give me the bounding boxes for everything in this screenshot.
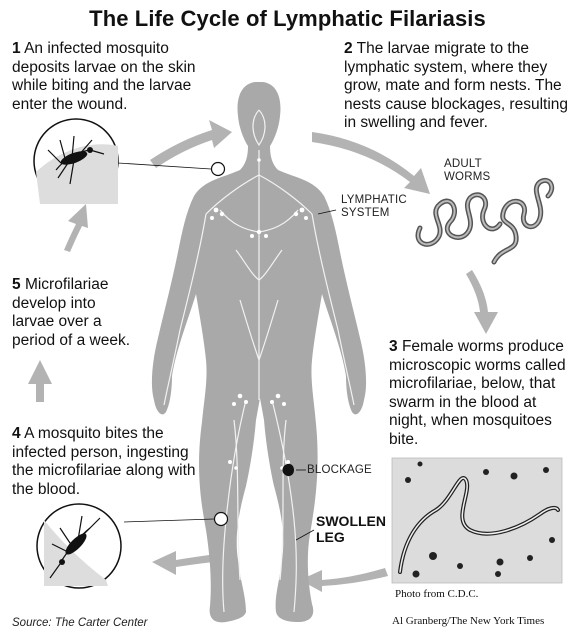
arrow-to-mosquito-1 <box>64 204 88 252</box>
bite-marker-leg <box>213 511 229 527</box>
blockage-label: BLOCKAGE <box>307 464 372 476</box>
step-3-number: 3 <box>389 338 398 355</box>
mosquito-inset-2 <box>36 503 122 589</box>
source-note: Source: The Carter Center <box>12 617 148 629</box>
step-4-number: 4 <box>12 425 21 442</box>
arrow-to-step5 <box>28 360 52 402</box>
step-1-number: 1 <box>12 40 21 57</box>
pointer-lines <box>117 162 337 541</box>
photo-credit: Photo from C.D.C. <box>395 588 479 600</box>
adult-worms-label: ADULT WORMS <box>444 158 491 183</box>
step-2-text: The larvae migrate to the lymphatic syst… <box>344 40 569 131</box>
arrow-to-bite <box>300 568 388 592</box>
microfilariae-photo <box>391 457 563 584</box>
step-2-number: 2 <box>344 40 353 57</box>
step-2: 2 The larvae migrate to the lymphatic sy… <box>344 40 572 133</box>
bite-marker-top <box>210 161 226 177</box>
arrow-to-worms <box>312 132 430 194</box>
step-5-text: Microfilariae develop into larvae over a… <box>12 276 131 349</box>
arrow-to-body <box>150 120 232 168</box>
arrow-to-step3 <box>466 270 498 334</box>
lymphatic-system-label: LYMPHATIC SYSTEM <box>341 194 407 219</box>
author-credit: Al Granberg/The New York Times <box>392 615 545 627</box>
step-5: 5 Microfilariae develop into larvae over… <box>12 276 142 350</box>
step-3-text: Female worms produce microscopic worms c… <box>389 338 566 448</box>
lymph-nodes <box>210 158 308 470</box>
step-1: 1 An infected mosquito deposits larvae o… <box>12 40 212 114</box>
step-4-text: A mosquito bites the infected person, in… <box>12 425 196 498</box>
step-1-text: An infected mosquito deposits larvae on … <box>12 40 196 113</box>
step-4: 4 A mosquito bites the infected person, … <box>12 425 202 499</box>
mosquito-inset-1 <box>33 118 119 204</box>
blockage-spot <box>282 463 294 477</box>
swollen-leg-label: SWOLLEN LEG <box>316 513 386 545</box>
page-title: The Life Cycle of Lymphatic Filariasis <box>89 6 486 31</box>
human-body <box>151 82 367 623</box>
step-3: 3 Female worms produce microscopic worms… <box>389 338 573 449</box>
step-5-number: 5 <box>12 276 21 293</box>
cycle-arrows <box>28 120 498 592</box>
